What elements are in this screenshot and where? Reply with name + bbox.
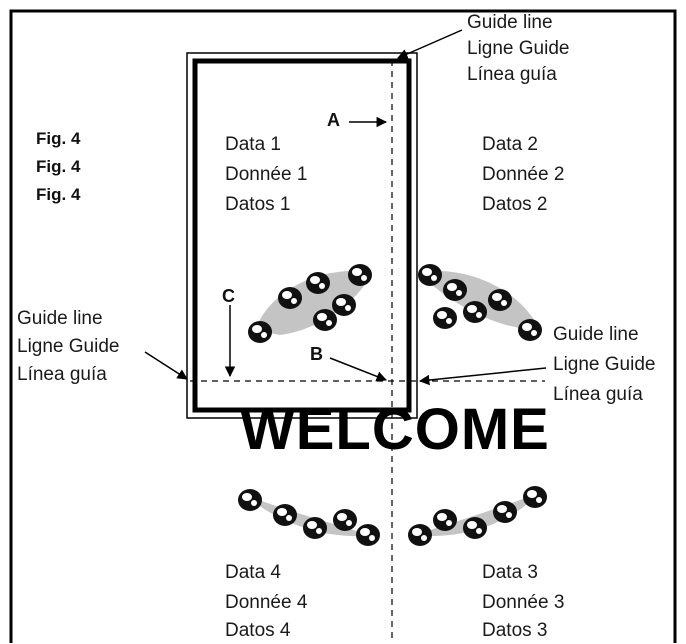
right-guide-arrow xyxy=(418,367,547,386)
marker-a: A xyxy=(327,110,340,130)
data-2-fr: Donnée 2 xyxy=(482,164,565,185)
data-1-en: Data 1 xyxy=(225,134,281,155)
top-guide-arrow xyxy=(397,29,463,60)
right-guide-label-fr: Ligne Guide xyxy=(553,354,656,375)
data-3-es: Datos 3 xyxy=(482,620,548,641)
left-guide-arrow xyxy=(144,351,188,380)
right-guide-label-es: Línea guía xyxy=(553,384,643,405)
floral-ornament-icon xyxy=(238,489,380,546)
data-4-en: Data 4 xyxy=(225,562,281,583)
data-4-es: Datos 4 xyxy=(225,620,291,641)
data-2-es: Datos 2 xyxy=(482,194,548,215)
floral-ornament-icon xyxy=(418,264,542,341)
top-guide-label-es: Línea guía xyxy=(467,64,557,85)
figure-label: Fig. 4 xyxy=(36,157,81,176)
frame-inner-line xyxy=(192,58,412,413)
left-guide-label-en: Guide line xyxy=(17,308,103,329)
data-2-en: Data 2 xyxy=(482,134,538,155)
figure-label: Fig. 4 xyxy=(36,185,81,204)
data-1-es: Datos 1 xyxy=(225,194,291,215)
right-guide-label-en: Guide line xyxy=(553,324,639,345)
figure-label: Fig. 4 xyxy=(36,129,81,148)
data-3-fr: Donnée 3 xyxy=(482,592,565,613)
left-guide-label-es: Línea guía xyxy=(17,364,107,385)
page-border xyxy=(9,9,677,643)
data-4-fr: Donnée 4 xyxy=(225,592,308,613)
b-arrow xyxy=(329,357,387,382)
data-1-fr: Donnée 1 xyxy=(225,164,308,185)
welcome-text: WELCOME xyxy=(240,397,550,462)
floral-ornament-icon xyxy=(248,264,372,343)
frame-outer-line xyxy=(186,52,418,419)
top-guide-label-fr: Ligne Guide xyxy=(467,38,570,59)
data-3-en: Data 3 xyxy=(482,562,538,583)
left-guide-label-fr: Ligne Guide xyxy=(17,336,120,357)
floral-ornament-icon xyxy=(408,486,547,546)
top-guide-label-en: Guide line xyxy=(467,12,553,33)
marker-c: C xyxy=(222,286,235,306)
marker-b: B xyxy=(310,344,323,364)
